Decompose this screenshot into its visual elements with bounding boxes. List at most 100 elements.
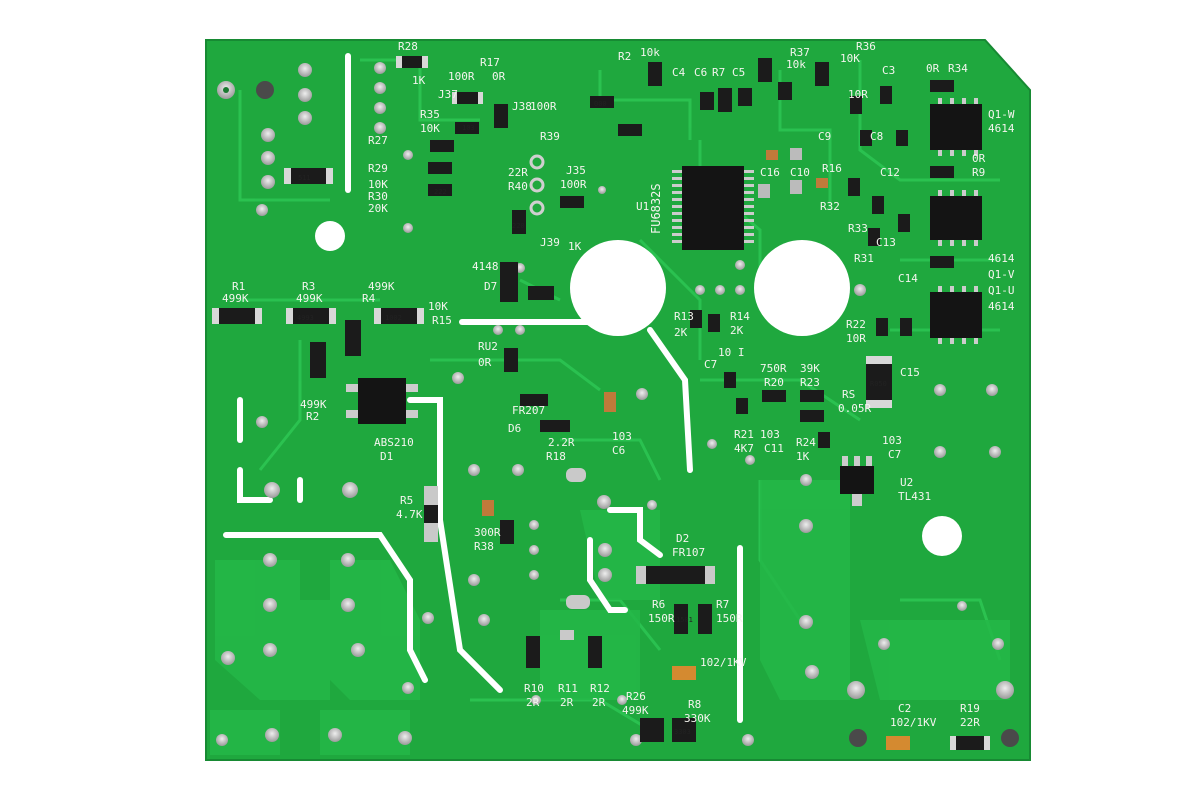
label-c8: C8 (870, 130, 883, 143)
label-j38-val: 100R (530, 100, 557, 113)
label-r10: R10 (524, 682, 544, 695)
regulator-u2 (840, 456, 874, 506)
label-c7-mid: C7 (704, 358, 717, 371)
label-c4: C4 (672, 66, 686, 79)
label-rs-val: 0.05R (838, 402, 871, 415)
label-r35-val: 10K (420, 122, 440, 135)
label-1k-j39: 1K (568, 240, 582, 253)
label-r12: R12 (590, 682, 610, 695)
label-j39: J39 (540, 236, 560, 249)
label-j35-val: 100R (560, 178, 587, 191)
label-r18: R18 (546, 450, 566, 463)
label-d7: D7 (484, 280, 497, 293)
label-r12-val: 2R (592, 696, 606, 709)
label-r36: R36 (856, 40, 876, 53)
label-r22-val: 10R (846, 332, 866, 345)
label-d7-val: 4148 (472, 260, 499, 273)
label-r30: R30 (368, 190, 388, 203)
label-r24-val: 1K (796, 450, 810, 463)
label-u1: U1 (636, 200, 649, 213)
label-r10-val: 2R (526, 696, 540, 709)
mosfet-q1-u (930, 286, 982, 344)
through-hole-pads (216, 62, 1019, 747)
label-r19: R19 (960, 702, 980, 715)
label-r15: R15 (432, 314, 452, 327)
label-j35: J35 (566, 164, 586, 177)
label-q-part1: 4614 (988, 252, 1015, 265)
label-r22: R22 (846, 318, 866, 331)
label-r38: R38 (474, 540, 494, 553)
label-q-part3: 4614 (988, 122, 1015, 135)
label-r7-top: R7 (712, 66, 725, 79)
label-ru2: RU2 (478, 340, 498, 353)
label-r6-val: 150R (648, 612, 675, 625)
label-c12: C12 (880, 166, 900, 179)
label-r30-val: 20K (368, 202, 388, 215)
label-r2-side-val: 499K (300, 398, 327, 411)
label-r6: R6 (652, 598, 665, 611)
label-r4: R4 (362, 292, 376, 305)
label-d1: D1 (380, 450, 393, 463)
isolation-slots (223, 53, 743, 723)
label-r17-val: 100R (448, 70, 475, 83)
label-c3-top: C3 (882, 64, 895, 77)
label-u2: U2 (900, 476, 913, 489)
marking-511: 511 (298, 174, 311, 182)
label-d1-val: ABS210 (374, 436, 414, 449)
label-r40-val: 22R (508, 166, 528, 179)
label-c16: C16 (760, 166, 780, 179)
label-r23: R23 (800, 376, 820, 389)
label-r39: R39 (540, 130, 560, 143)
label-r8: R8 (688, 698, 701, 711)
label-r32: R32 (820, 200, 840, 213)
label-r29-val: 10K (368, 178, 388, 191)
mosfet-q1-v (930, 190, 982, 246)
diode-d7 (500, 262, 518, 302)
label-r8-val: 330K (684, 712, 711, 725)
marking-222: 222 (434, 188, 447, 196)
label-r20: R20 (764, 376, 784, 389)
label-r29: R29 (368, 162, 388, 175)
label-r13: R13 (674, 310, 694, 323)
label-r7-mid-val: 150R (716, 612, 743, 625)
label-r20-val: 750R (760, 362, 787, 375)
label-r2-val: 10k (640, 46, 660, 59)
label-r40: R40 (508, 180, 528, 193)
label-j37: J37 (438, 88, 458, 101)
label-r21: R21 (734, 428, 754, 441)
label-r5-val: 4.7K (396, 508, 423, 521)
mosfet-q1-w (930, 98, 982, 156)
label-c15: C15 (900, 366, 920, 379)
label-rs-mark: R050 (870, 380, 887, 388)
label-r28: R28 (398, 40, 418, 53)
label-c11: C11 (764, 442, 784, 455)
label-r17-0r: 0R (492, 70, 506, 83)
label-c6-top: C6 (694, 66, 707, 79)
diode-d2 (640, 566, 710, 584)
label-1k-top: 1K (412, 74, 426, 87)
bridge-rectifier-d1 (346, 378, 418, 424)
marking-4993: 4993 (297, 314, 314, 322)
label-r35: R35 (420, 108, 440, 121)
marking-000: 000 (594, 100, 607, 108)
label-r26: R26 (626, 690, 646, 703)
label-c14: C14 (898, 272, 918, 285)
label-c7-mid-val: 10 I (718, 346, 745, 359)
label-r34-val: 0R (926, 62, 940, 75)
mounting-hole-small (315, 221, 345, 251)
label-d6: D6 (508, 422, 521, 435)
marking-1501: 1501 (676, 616, 693, 624)
label-r14: R14 (730, 310, 750, 323)
smd-components (212, 56, 990, 750)
ic-u1 (672, 166, 754, 250)
label-c9: C9 (818, 130, 831, 143)
label-r31: R31 (854, 252, 874, 265)
label-r2-side: R2 (306, 410, 319, 423)
mounting-hole-right (922, 516, 962, 556)
label-c102-mid: 102/1KV (700, 656, 747, 669)
label-r38-val: 300R (474, 526, 501, 539)
label-r26-val: 499K (622, 704, 649, 717)
label-r11-val: 2R (560, 696, 574, 709)
label-c10: C10 (790, 166, 810, 179)
label-j38: J38 (512, 100, 532, 113)
